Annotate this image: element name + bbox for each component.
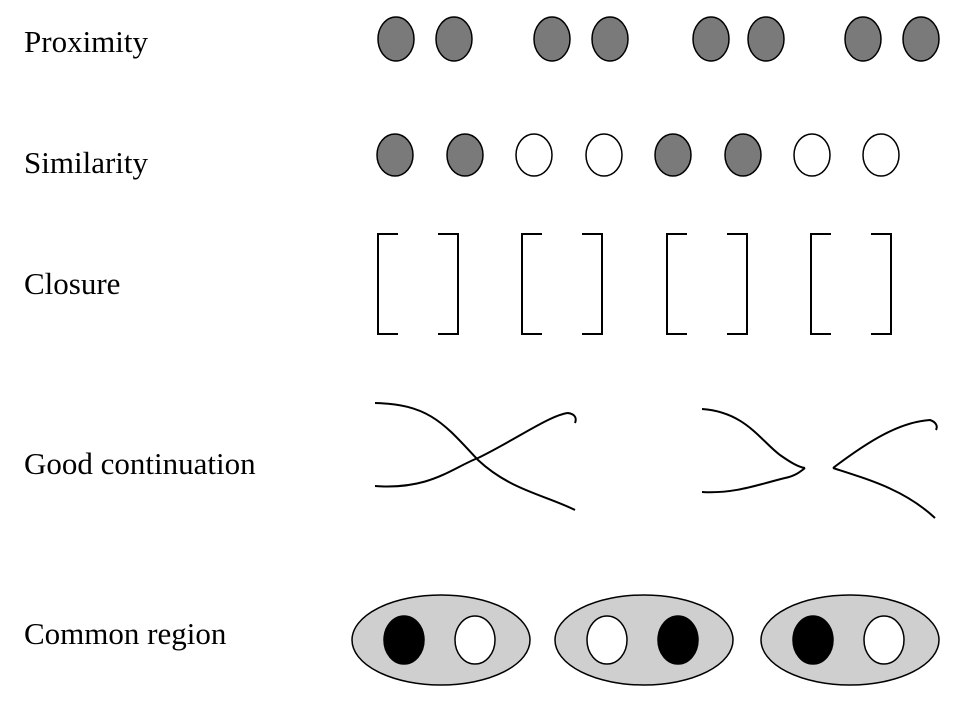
- closure-bracket-right: [727, 233, 748, 335]
- continuation-curve: [374, 402, 576, 511]
- proximity-dot: [747, 16, 785, 62]
- common-region-dot-black: [792, 615, 834, 665]
- closure-group: [377, 233, 892, 335]
- common-region-ellipse: [554, 594, 734, 686]
- similarity-group: [376, 133, 900, 177]
- similarity-dot-gray: [376, 133, 414, 177]
- row-label-good-continuation: Good continuation: [24, 446, 256, 481]
- common-region-dot-white: [454, 615, 496, 665]
- continuation-curve: [832, 467, 936, 519]
- continuation-curve: [374, 411, 577, 488]
- proximity-dot: [844, 16, 882, 62]
- similarity-dot-gray: [724, 133, 762, 177]
- row-label-closure: Closure: [24, 266, 121, 301]
- proximity-dot: [533, 16, 571, 62]
- proximity-dot: [377, 16, 415, 62]
- closure-bracket-left: [810, 233, 831, 335]
- common-region-ellipse: [760, 594, 940, 686]
- similarity-dot-white: [793, 133, 831, 177]
- proximity-dot: [692, 16, 730, 62]
- proximity-dot: [902, 16, 940, 62]
- similarity-dot-gray: [654, 133, 692, 177]
- continuation-group: [374, 402, 938, 519]
- similarity-dot-white: [862, 133, 900, 177]
- row-label-common-region: Common region: [24, 616, 227, 651]
- common-region-dot-white: [586, 615, 628, 665]
- closure-bracket-right: [582, 233, 603, 335]
- similarity-dot-white: [515, 133, 553, 177]
- closure-bracket-left: [666, 233, 687, 335]
- similarity-dot-white: [585, 133, 623, 177]
- continuation-curve: [701, 467, 806, 494]
- continuation-curve: [832, 418, 938, 469]
- proximity-dot: [435, 16, 473, 62]
- common-region-dot-white: [863, 615, 905, 665]
- proximity-dot: [591, 16, 629, 62]
- common-region-dot-black: [657, 615, 699, 665]
- common-region-dot-black: [383, 615, 425, 665]
- continuation-curve: [701, 408, 806, 469]
- common-region-ellipse: [351, 594, 531, 686]
- proximity-group: [377, 16, 940, 62]
- closure-bracket-left: [521, 233, 542, 335]
- closure-bracket-left: [377, 233, 398, 335]
- row-label-similarity: Similarity: [24, 145, 148, 180]
- common-region-group: [351, 594, 940, 686]
- closure-bracket-right: [871, 233, 892, 335]
- similarity-dot-gray: [446, 133, 484, 177]
- row-label-proximity: Proximity: [24, 24, 149, 59]
- closure-bracket-right: [438, 233, 459, 335]
